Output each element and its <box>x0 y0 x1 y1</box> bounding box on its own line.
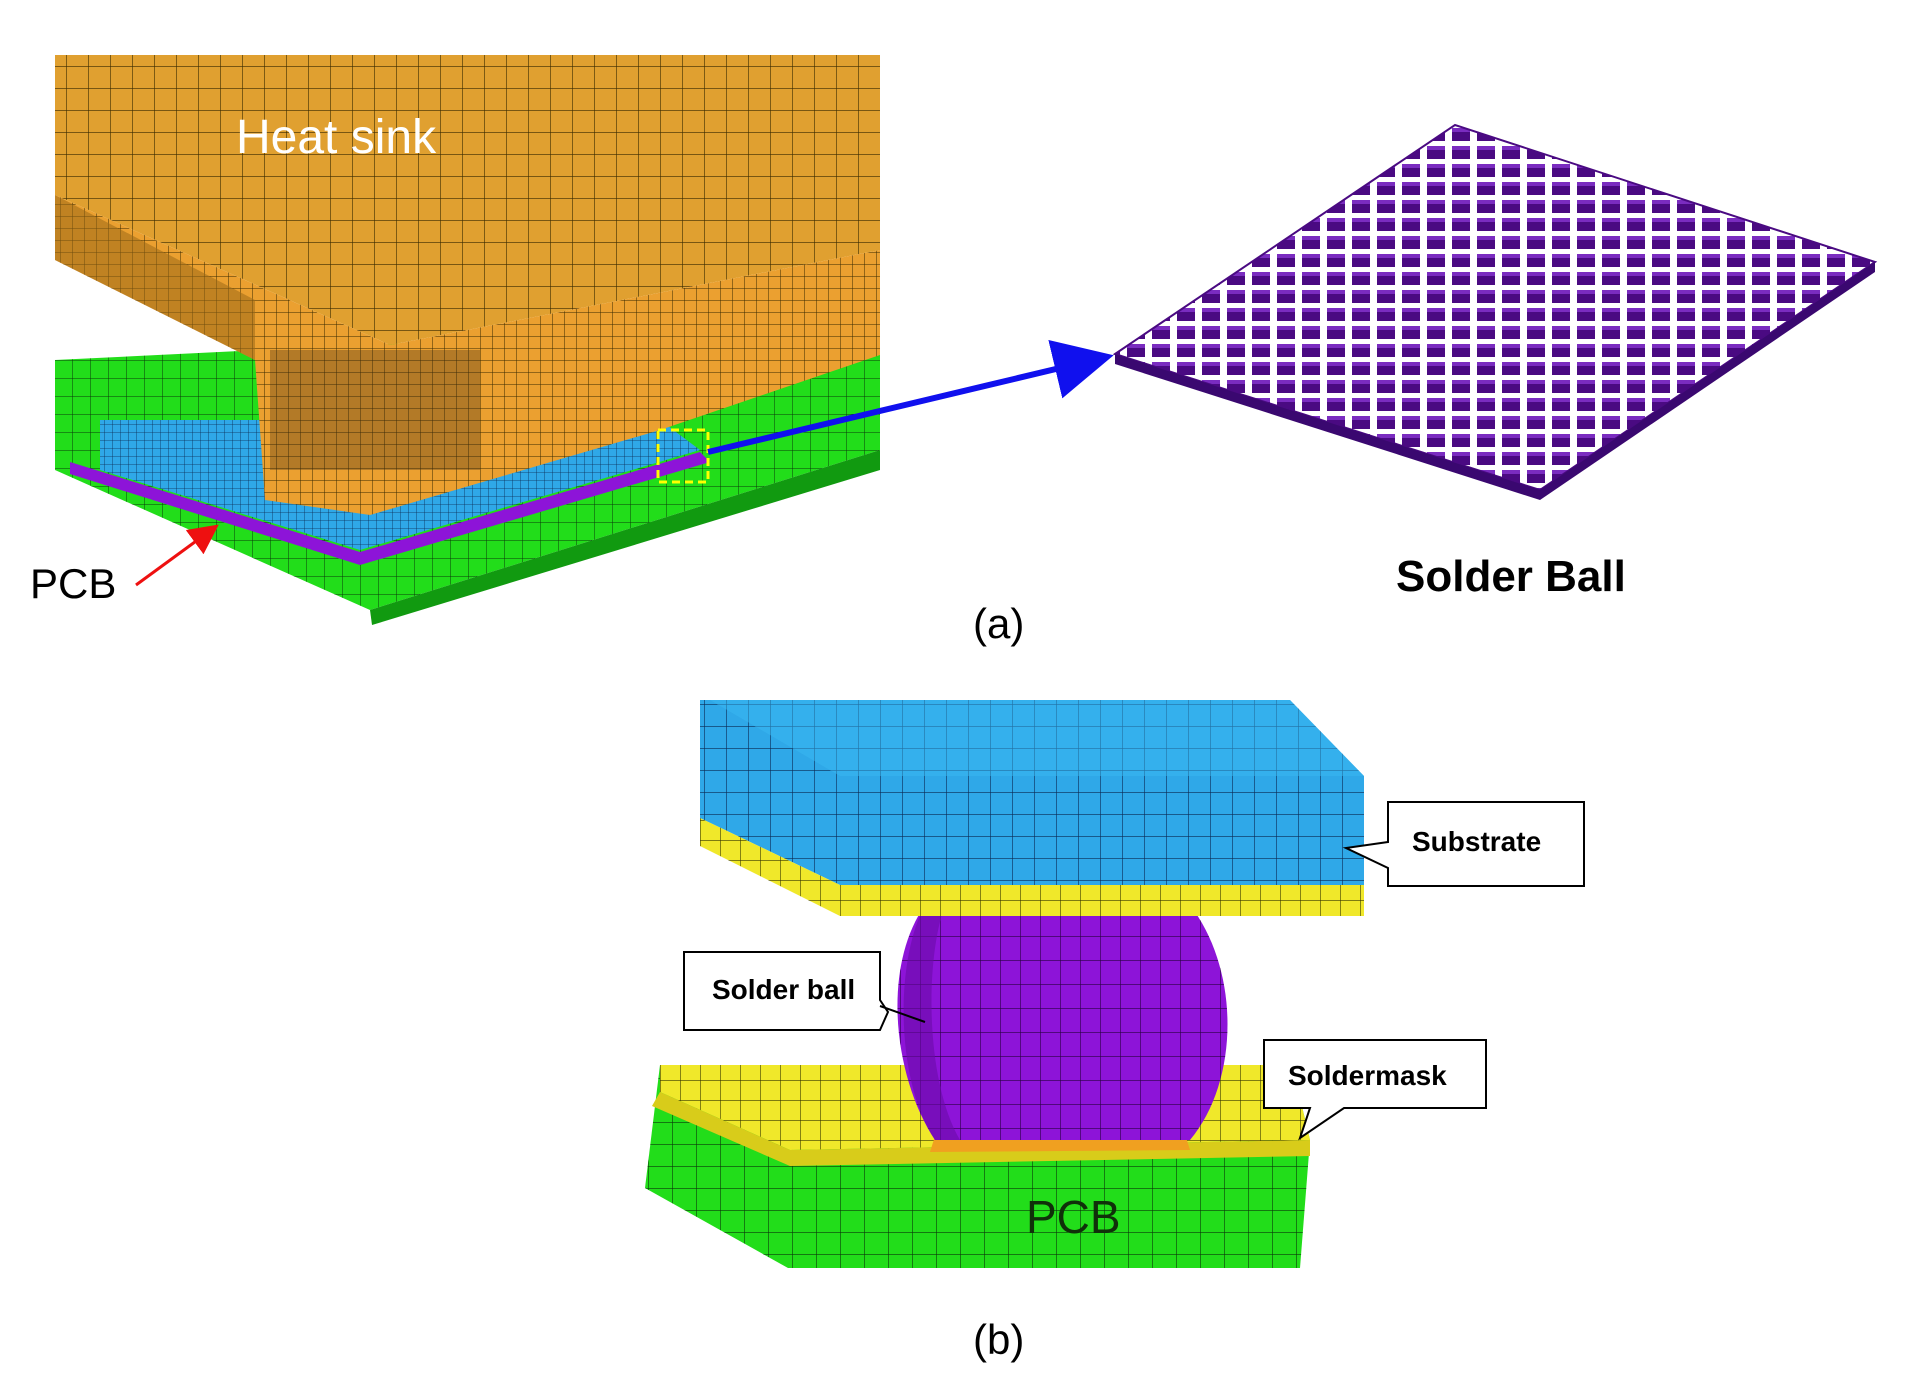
heat-sink-label: Heat sink <box>236 111 437 164</box>
solder-ball-label: Solder ball <box>712 974 856 1005</box>
soldermask-label: Soldermask <box>1288 1060 1447 1091</box>
caption-b: (b) <box>973 1316 1025 1363</box>
caption-a: (a) <box>973 600 1025 647</box>
zoom-arrow <box>707 339 1114 455</box>
pcb-label-a: PCB <box>30 560 117 607</box>
pcb-label-b: PCB <box>1026 1191 1121 1243</box>
package-model-a <box>55 55 880 625</box>
solder-strip-a <box>70 452 710 565</box>
callout-solder-ball <box>683 951 926 1031</box>
callout-soldermask <box>1263 1039 1487 1141</box>
solder-ball-array-label: Solder Ball <box>1396 552 1626 601</box>
solder-joint-model-b <box>645 700 1364 1268</box>
solder-ball-array <box>1112 123 1878 500</box>
callout-substrate <box>1342 801 1585 887</box>
substrate-label: Substrate <box>1412 826 1542 857</box>
pcb-pointer-arrow <box>135 524 219 587</box>
